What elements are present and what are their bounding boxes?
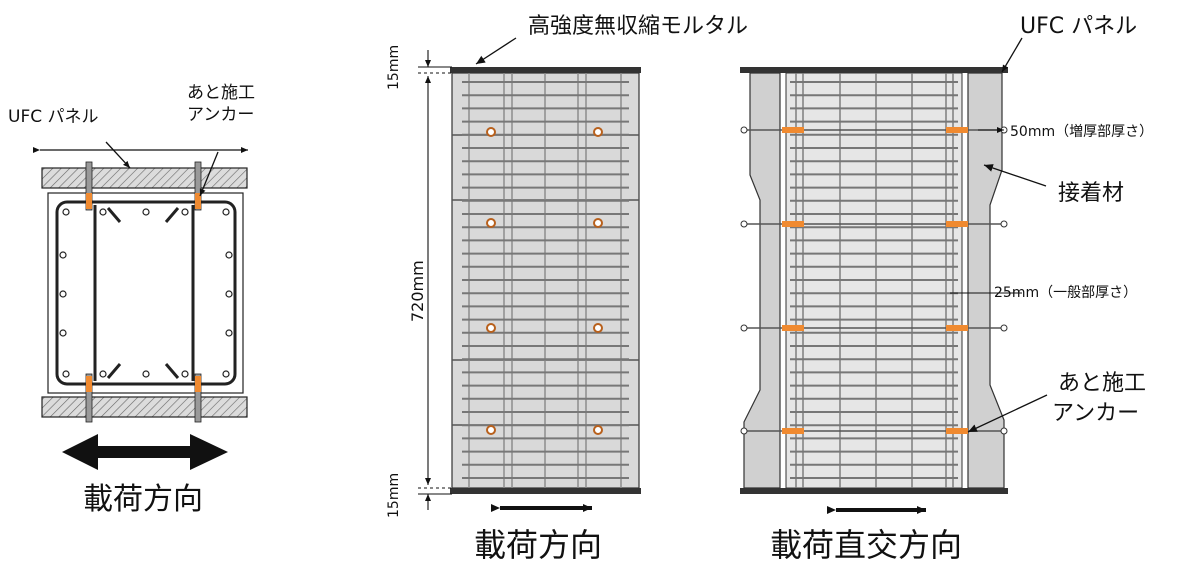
mortar-label: 高強度無収縮モルタル [528,14,749,39]
dimension-height-label: 720mm [408,260,427,322]
adhesive-label: 接着材 [1058,181,1125,206]
anchor-embedded [782,325,804,331]
ufc-panel-label-right: UFC パネル [1020,14,1138,39]
elevation-loading-view [418,37,641,512]
anchor-nut [1000,220,1008,228]
anchor-embedded [782,428,804,434]
anchor-nut [1000,324,1008,332]
anchor-nut [740,324,748,332]
anchor-embedded [782,221,804,227]
ufc-panel-bottom [41,396,248,418]
dimension-top-label: 15mm [386,44,402,90]
anchor-label-left-line1: あと施工 [187,83,255,103]
load-direction-arrow-left [62,434,228,470]
anchor-label-right-line2: アンカー [1052,401,1140,426]
anchor-embedded [946,325,968,331]
ufc-panel-right-profile [967,72,1005,489]
anchor-embedded [782,127,804,133]
anchor-embedded [946,221,968,227]
dimension-bottom-label: 15mm [386,472,402,518]
ufc-panel-left-profile [743,72,781,489]
load-direction-label-right: 載荷直交方向 [770,526,963,564]
anchor-bolts [85,161,202,423]
anchor-label-right-line1: あと施工 [1058,371,1147,396]
ufc-panel-top [41,167,248,189]
cross-section-view [33,141,248,470]
load-direction-label-left: 載荷方向 [83,482,203,517]
ufc-panel-label-left: UFC パネル [8,107,99,127]
anchor-nut [740,220,748,228]
thickness-thick-label: 50mm（増厚部厚さ） [1010,124,1154,140]
thickness-general-label: 25mm（一般部厚さ） [994,285,1138,301]
anchor-label-left-line2: アンカー [187,105,255,125]
elevation-orthogonal-view [740,37,1048,514]
anchor-nut [740,126,748,134]
hoop-outer [55,200,237,386]
anchor-embedded [946,428,968,434]
load-direction-label-middle: 載荷方向 [474,526,603,564]
anchor-nut [740,427,748,435]
anchor-nut [1000,427,1008,435]
anchor-embedded [946,127,968,133]
anchor-heads [486,127,603,435]
column-section [47,192,244,394]
